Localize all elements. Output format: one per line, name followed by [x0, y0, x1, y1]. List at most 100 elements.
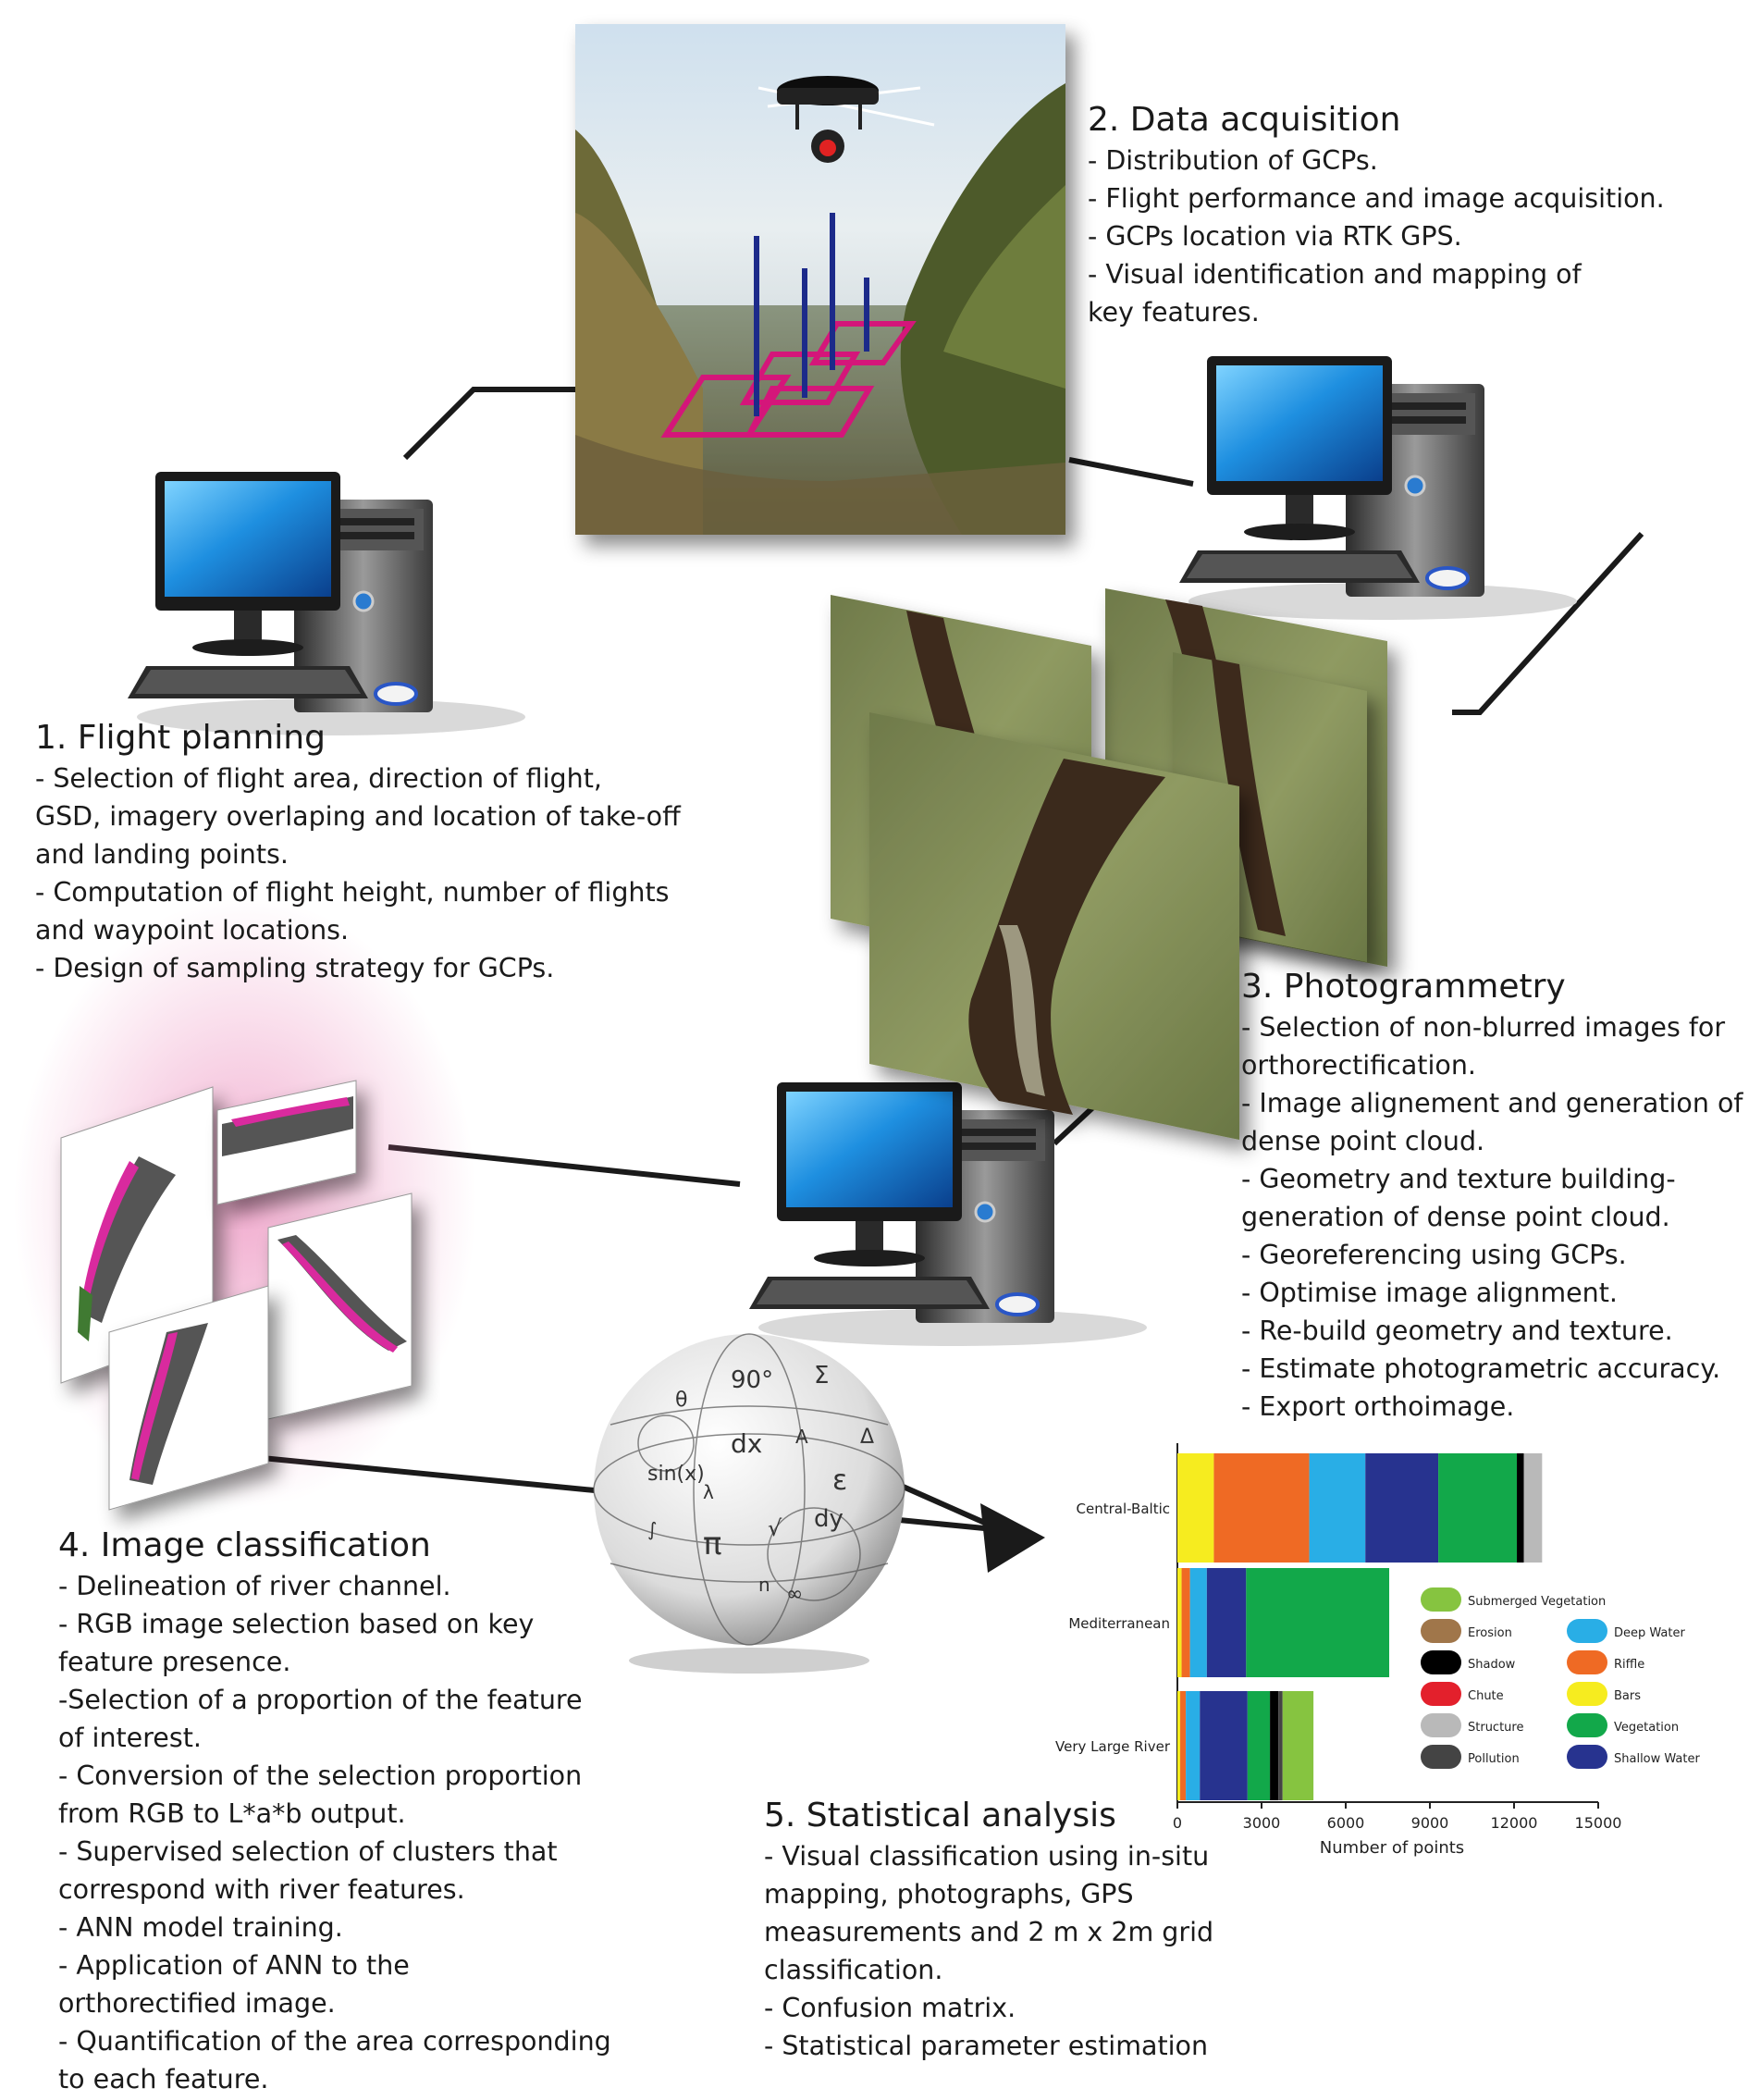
step3-item: - Re-build geometry and texture. — [1241, 1316, 1673, 1346]
x-tick-label: 0 — [1173, 1814, 1182, 1832]
gps-poles — [754, 213, 869, 416]
bar-segment — [1517, 1453, 1524, 1563]
bar-segment — [1177, 1453, 1214, 1563]
step4-title: 4. Image classification — [58, 1526, 431, 1564]
x-tick-label: 15000 — [1575, 1814, 1622, 1832]
step5-item: mapping, photographs, GPS — [764, 1879, 1134, 1909]
step4-item: - RGB image selection based on key — [58, 1609, 535, 1639]
bar-segment — [1200, 1691, 1248, 1800]
x-tick-label: 12000 — [1491, 1814, 1538, 1832]
legend-swatch — [1421, 1682, 1461, 1706]
legend-label: Chute — [1468, 1689, 1504, 1703]
legend-label: Submerged Vegetation — [1468, 1595, 1606, 1609]
step3-item: - Geometry and texture building- — [1241, 1164, 1676, 1194]
step3-item: generation of dense point cloud. — [1241, 1202, 1670, 1232]
sphere-glyph: n — [758, 1574, 770, 1596]
step3-item: - Image alignement and generation of — [1241, 1088, 1743, 1118]
bar-segment — [1523, 1453, 1543, 1563]
step3-item: - Estimate photogrametric accuracy. — [1241, 1353, 1721, 1384]
legend-label: Deep Water — [1614, 1626, 1685, 1640]
step2-item: - Distribution of GCPs. — [1088, 145, 1378, 176]
category-label: Central-Baltic — [1077, 1501, 1170, 1517]
legend-swatch — [1567, 1745, 1607, 1769]
step5-title: 5. Statistical analysis — [764, 1797, 1116, 1834]
step5-item: measurements and 2 m x 2m grid — [764, 1917, 1214, 1947]
legend-label: Vegetation — [1614, 1721, 1679, 1735]
bar-segment — [1438, 1453, 1518, 1563]
step3-block: 3. Photogrammetry - Selection of non-blu… — [1241, 966, 1745, 1426]
step4-item: from RGB to L*a*b output. — [58, 1798, 406, 1829]
legend-swatch — [1421, 1619, 1461, 1643]
sphere-glyph: 90° — [731, 1366, 773, 1394]
legend-swatch — [1421, 1745, 1461, 1769]
step2-item: - Flight performance and image acquisiti… — [1088, 183, 1665, 214]
step4-list: - Delineation of river channel. - RGB im… — [58, 1567, 650, 2098]
sphere-glyph: sin(x) — [647, 1463, 705, 1486]
legend-label: Pollution — [1468, 1752, 1520, 1766]
sphere-glyph: dx — [731, 1428, 762, 1459]
step1-title: 1. Flight planning — [35, 719, 326, 757]
aerial-images — [831, 588, 1387, 1140]
bar-segment — [1246, 1568, 1390, 1677]
step2-item: key features. — [1088, 297, 1260, 327]
category-label: Very Large River — [1055, 1738, 1171, 1755]
sphere-glyph: √ — [768, 1515, 782, 1541]
step4-item: - Supervised selection of clusters that — [58, 1836, 558, 1867]
step2-list: - Distribution of GCPs. - Flight perform… — [1088, 142, 1735, 331]
bar-segment — [1365, 1453, 1439, 1563]
bar-segment — [1186, 1691, 1201, 1800]
step1-item: - Design of sampling strategy for GCPs. — [35, 953, 555, 983]
sphere-glyph: Δ — [860, 1426, 874, 1449]
category-label: Mediterranean — [1068, 1615, 1170, 1632]
legend-swatch — [1567, 1713, 1607, 1737]
step4-item: of interest. — [58, 1723, 202, 1753]
step4-item: - Conversion of the selection proportion — [58, 1760, 583, 1791]
step4-item: correspond with river features. — [58, 1874, 465, 1905]
step4-item: -Selection of a proportion of the featur… — [58, 1685, 583, 1715]
step3-item: - Optimise image alignment. — [1241, 1278, 1618, 1308]
step1-item: - Selection of flight area, direction of… — [35, 763, 602, 794]
bar-segment — [1189, 1568, 1207, 1677]
step1-block: 1. Flight planning - Selection of flight… — [35, 717, 738, 987]
step2-block: 2. Data acquisition - Distribution of GC… — [1088, 99, 1735, 331]
sphere-glyph: Σ — [814, 1362, 829, 1390]
step1-item: GSD, imagery overlaping and location of … — [35, 801, 681, 832]
legend-swatch — [1567, 1682, 1607, 1706]
step3-item: dense point cloud. — [1241, 1126, 1485, 1156]
step5-item: - Visual classification using in-situ — [764, 1841, 1210, 1871]
step5-item: - Statistical parameter estimation — [764, 2031, 1209, 2061]
step2-item: - GCPs location via RTK GPS. — [1088, 221, 1462, 252]
x-axis-label: Number of points — [1320, 1838, 1464, 1858]
legend-swatch — [1421, 1587, 1461, 1612]
bar-segment — [1181, 1568, 1190, 1677]
bar-segment — [1270, 1691, 1279, 1800]
sphere-glyph: ∞ — [786, 1583, 803, 1606]
step3-title: 3. Photogrammetry — [1241, 968, 1566, 1006]
step4-block: 4. Image classification - Delineation of… — [58, 1525, 650, 2098]
bar-segment — [1177, 1568, 1182, 1677]
legend-label: Riffle — [1614, 1658, 1644, 1672]
bar-segment — [1206, 1568, 1247, 1677]
sphere-glyph: dy — [814, 1505, 844, 1533]
step5-list: - Visual classification using in-situ ma… — [764, 1837, 1245, 2065]
x-tick-label: 6000 — [1327, 1814, 1365, 1832]
step1-item: and waypoint locations. — [35, 915, 350, 945]
chart-legend: Submerged VegetationErosionShadowChuteSt… — [1421, 1587, 1700, 1769]
step3-item: - Export orthoimage. — [1241, 1391, 1515, 1422]
step1-list: - Selection of flight area, direction of… — [35, 760, 738, 987]
step5-block: 5. Statistical analysis - Visual classif… — [764, 1795, 1245, 2065]
bar-segment — [1309, 1453, 1366, 1563]
step4-item: - ANN model training. — [58, 1912, 343, 1943]
classified-images — [14, 897, 476, 1511]
bar-segment — [1177, 1691, 1181, 1800]
step3-item: orthorectification. — [1241, 1050, 1476, 1081]
step2-title: 2. Data acquisition — [1088, 101, 1401, 139]
sphere-glyph: λ — [703, 1481, 714, 1503]
legend-swatch — [1421, 1650, 1461, 1674]
bar-segment — [1278, 1691, 1283, 1800]
drone-icon — [757, 76, 935, 163]
step4-item: - Delineation of river channel. — [58, 1571, 451, 1601]
sphere-glyph: A — [795, 1426, 808, 1448]
legend-label: Shadow — [1468, 1658, 1516, 1672]
